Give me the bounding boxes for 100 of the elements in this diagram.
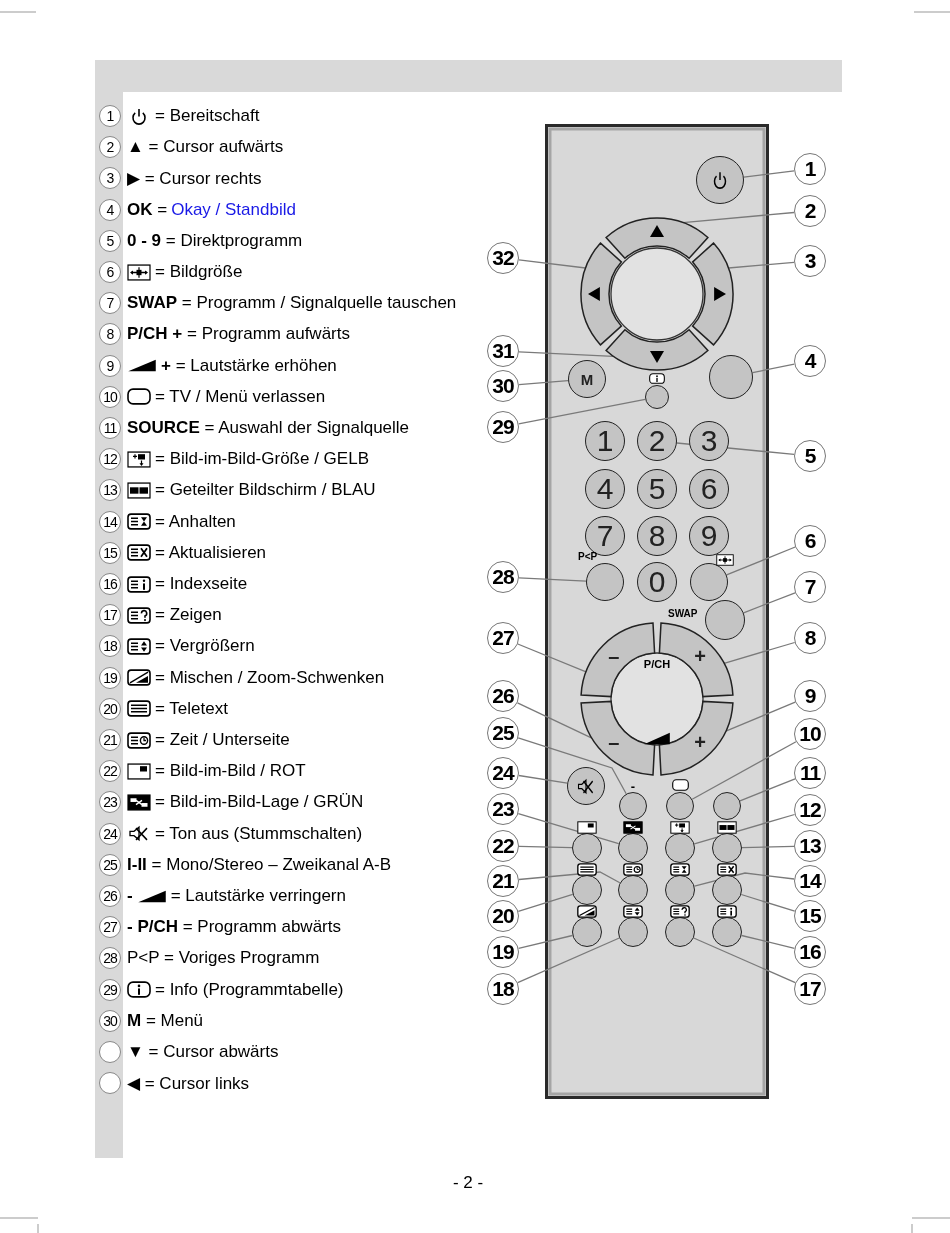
button-caption: - [629, 779, 637, 794]
callout-number: 31 [487, 335, 519, 367]
leader-line [517, 737, 627, 795]
description-text: = Info (Programmtabelle) [155, 979, 344, 1000]
description-text: = Bild-im-Bild / ROT [155, 761, 306, 782]
callout-number: 27 [487, 622, 519, 654]
description-text: ▲ = Cursor aufwärts [127, 137, 284, 158]
leader-line [740, 893, 796, 912]
description-text: I-II = Mono/Stereo – Zweikanal A-B [127, 854, 392, 875]
leader-line [517, 937, 620, 984]
description-text: = Geteilter Bildschirm / BLAU [155, 480, 376, 501]
leader-line [518, 379, 569, 386]
page-number: - 2 - [452, 1173, 484, 1193]
description-text: = Bild-im-Bild-Lage / GRÜN [155, 792, 364, 813]
description-text: P<P = Voriges Programm [127, 948, 320, 969]
leader-line [517, 812, 620, 845]
leader-line [725, 546, 796, 576]
description-text: SWAP = Programm / Signalquelle tauschen [127, 293, 457, 314]
description-text: = Aktualisieren [155, 542, 267, 563]
description-text: 0 - 9 = Direktprogramm [127, 230, 303, 251]
callout-number: 24 [487, 757, 519, 789]
description-text: = Zeigen [155, 605, 222, 626]
callout-number: 11 [794, 757, 826, 789]
description-text: = Vergrößern [155, 636, 255, 657]
description-text: SOURCE = Auswahl der Signalquelle [127, 418, 410, 438]
callout-number: 2 [794, 195, 826, 227]
leader-line [741, 845, 795, 849]
leader-line [723, 641, 796, 664]
leader-line [751, 363, 795, 374]
leader-line [518, 577, 587, 582]
description-text: = Ton aus (Stummschalten) [155, 823, 363, 844]
leader-line [518, 351, 615, 357]
leader-line [691, 741, 797, 800]
callout-number: 10 [794, 718, 826, 750]
button-caption: SWAP [668, 608, 698, 619]
leader-line [518, 774, 568, 784]
description-text: = Teletext [155, 698, 228, 719]
callout-number: 5 [794, 440, 826, 472]
leader-line [693, 872, 795, 887]
callout-number: 13 [794, 830, 826, 862]
leader-line [693, 813, 796, 845]
button-label: – [608, 644, 620, 668]
callout-number: 28 [487, 561, 519, 593]
callout-number: 1 [794, 153, 826, 185]
description-text: - [127, 886, 133, 906]
leader-line [727, 261, 795, 269]
description-text: OK = [127, 199, 168, 220]
callout-number: 14 [794, 865, 826, 897]
button-label: + [694, 730, 706, 754]
description-text: = Anhalten [155, 511, 236, 532]
leader-line [682, 211, 795, 224]
callout-number: 12 [794, 794, 826, 826]
leader-line [725, 701, 796, 732]
description-text: = Mischen / Zoom-Schwenken [155, 667, 385, 688]
description-text: = Bildgröße [155, 262, 243, 282]
leader-line [518, 259, 587, 269]
description-text: Okay / Standbild [171, 199, 296, 220]
button-caption: P/CH [643, 658, 671, 670]
callout-number: 25 [487, 717, 519, 749]
callout-number: 22 [487, 830, 519, 862]
callout-number: 8 [794, 622, 826, 654]
callout-number: 16 [794, 936, 826, 968]
description-text: ▶ = Cursor rechts [127, 167, 262, 189]
callout-number: 30 [487, 370, 519, 402]
callout-number: 18 [487, 973, 519, 1005]
button-label: + [694, 644, 706, 668]
description-text: ▼ = Cursor abwärts [127, 1042, 279, 1062]
callout-number: 21 [487, 865, 519, 897]
leader-line [743, 170, 795, 178]
description-text: = Bild-im-Bild-Größe / GELB [155, 449, 369, 470]
callout-number: 7 [794, 571, 826, 603]
description-text: - P/CH = Programm abwärts [127, 917, 341, 938]
callout-number: 26 [487, 680, 519, 712]
leader-line [518, 845, 573, 849]
leader-line [516, 702, 593, 739]
description-text: = Zeit / Unterseite [155, 730, 290, 750]
callout-number: 3 [794, 245, 826, 277]
callout-number: 32 [487, 242, 519, 274]
description-text: P/CH + = Programm aufwärts [127, 324, 350, 345]
leader-line [518, 398, 646, 425]
callout-number: 29 [487, 411, 519, 443]
leader-line [517, 934, 574, 949]
leader-line [517, 893, 574, 912]
callout-number: 17 [794, 973, 826, 1005]
callout-number: 15 [794, 900, 826, 932]
button-label: – [608, 730, 620, 754]
leader-line [517, 643, 587, 673]
leader-line [740, 934, 796, 949]
leader-line [693, 937, 796, 984]
description-text: = Lautstärke verringern [170, 886, 346, 906]
callout-number: 9 [794, 680, 826, 712]
leader-line [739, 778, 796, 802]
description-text: M = Menü [127, 1010, 204, 1031]
callout-number: 23 [487, 793, 519, 825]
callout-number: 6 [794, 525, 826, 557]
description-text: = TV / Menü verlassen [155, 386, 326, 407]
leader-line [518, 871, 621, 884]
description-text: = Bereitschaft [155, 106, 260, 126]
leader-line [742, 592, 796, 614]
callout-number: 20 [487, 900, 519, 932]
